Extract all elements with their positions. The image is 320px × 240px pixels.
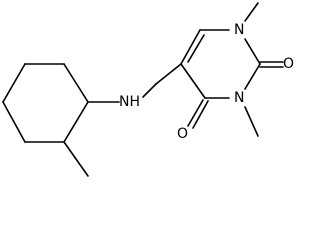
bond-ch2-c5 — [155, 63, 182, 85]
bond-c4-o4-a — [187, 99, 204, 127]
bond-cy4-cy5 — [2, 63, 26, 103]
atom-label-o4: O — [177, 126, 188, 142]
bond-n3-methyl — [244, 106, 259, 137]
bond-n1-methyl — [244, 2, 259, 22]
bond-n1-c2 — [244, 38, 261, 65]
atom-label-n1: N — [234, 22, 244, 38]
bond-cy3-cy4 — [2, 101, 26, 143]
cyclohexane-ring — [2, 63, 89, 143]
bond-c4-o4-b — [192, 100, 209, 129]
bond-c2-n3 — [244, 63, 261, 90]
pyrimidinedione-ring — [180, 29, 261, 99]
bond-methyl-cyclohexane — [63, 141, 89, 177]
bond-amine-ch2 — [142, 83, 157, 98]
bond-cy6-cy1 — [63, 63, 89, 103]
bond-c5-c6-inner — [187, 34, 205, 63]
atom-label-o2: O — [283, 56, 294, 72]
chemical-structure-diagram: N N O O NH — [2, 2, 294, 177]
bond-cy1-cy2 — [63, 101, 89, 143]
atom-label-amine: NH — [119, 94, 140, 110]
atom-label-n3: N — [234, 90, 244, 106]
bond-c5-c6 — [180, 29, 201, 65]
bond-c4-c5 — [180, 63, 206, 99]
